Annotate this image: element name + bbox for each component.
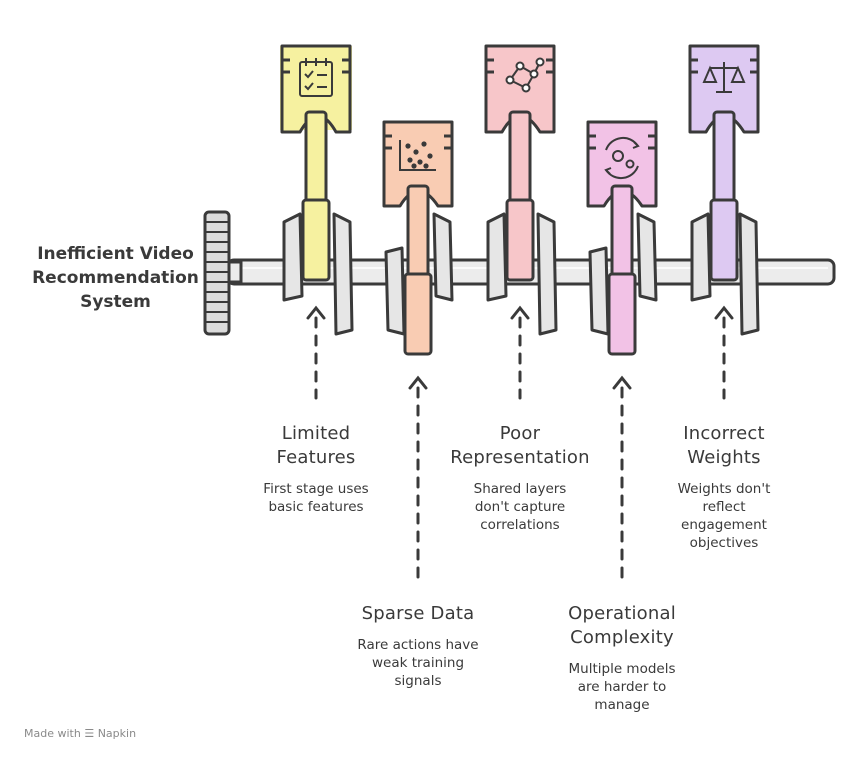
piston-operational-complexity	[586, 120, 658, 356]
label-description: First stage uses basic features	[263, 481, 369, 515]
gears-cycle-icon	[604, 136, 640, 180]
footer-attribution: Made with ☰ Napkin	[24, 727, 136, 740]
diagram-title: Inefficient Video Recommendation System	[32, 244, 199, 312]
label-limited-features: Limited Features First stage uses basic …	[236, 422, 396, 516]
label-incorrect-weights: Incorrect Weights Weights don't reflect …	[644, 422, 804, 552]
label-description: Weights don't reflect engagement objecti…	[677, 481, 771, 551]
label-operational-complexity: Operational Complexity Multiple models a…	[532, 602, 712, 714]
label-title: Incorrect Weights	[683, 423, 765, 468]
label-description: Multiple models are harder to manage	[568, 661, 676, 713]
napkin-logo-icon: ☰	[84, 727, 95, 740]
label-title: Limited Features	[276, 423, 356, 468]
label-description: Shared layers don't capture correlations	[473, 481, 567, 533]
footer-prefix: Made with	[24, 727, 81, 740]
piston-limited-features	[280, 44, 352, 282]
dashed-arrows	[306, 305, 734, 580]
label-description: Rare actions have weak training signals	[357, 637, 479, 689]
scattered-dots-icon	[399, 140, 436, 171]
label-sparse-data: Sparse Data Rare actions have weak train…	[328, 602, 508, 690]
label-poor-representation: Poor Representation Shared layers don't …	[430, 422, 610, 534]
flywheel-gear	[203, 210, 243, 336]
checklist-icon	[299, 58, 333, 97]
crank-cheeks	[282, 212, 760, 336]
footer-brand: Napkin	[97, 727, 137, 740]
label-title: Poor Representation	[450, 423, 590, 468]
label-title: Sparse Data	[361, 603, 475, 624]
label-title: Operational Complexity	[568, 603, 676, 648]
network-nodes-icon	[505, 57, 545, 93]
scale-balance-icon	[702, 62, 746, 93]
